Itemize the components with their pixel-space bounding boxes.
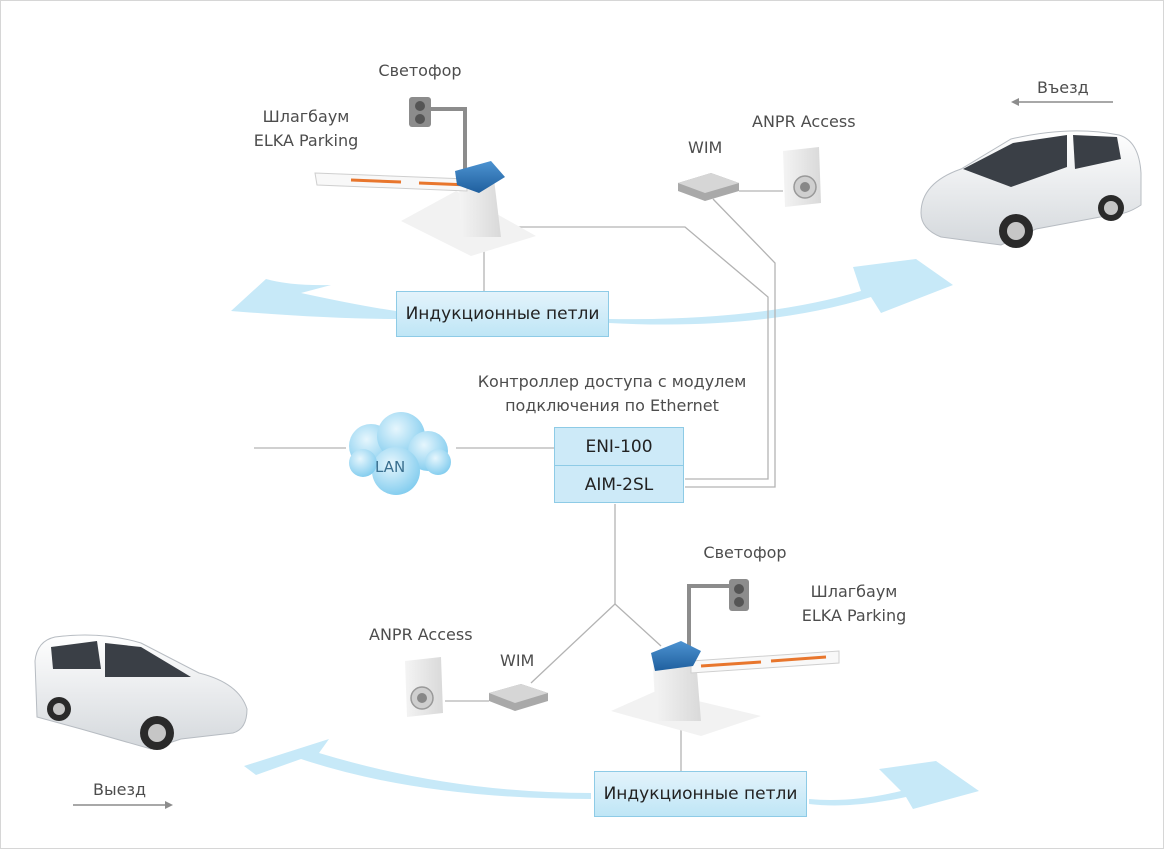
barrier-top-label: Шлагбаум ELKA Parking (253, 107, 359, 150)
wim-top-ctrl-line (685, 198, 776, 488)
barrier-top-icon (314, 161, 536, 256)
car-exit-icon (34, 634, 248, 750)
entry-arrow-icon (1011, 98, 1113, 106)
anpr-top-label: ANPR Access (752, 112, 856, 131)
lan-cloud-icon (349, 412, 451, 495)
anpr-bottom-icon (405, 657, 443, 717)
access-controller: ENI-100 AIM-2SL (554, 427, 684, 503)
controller-caption: Контроллер доступа с модулем подключения… (477, 372, 747, 415)
wim-top-label: WIM (688, 138, 723, 157)
ctrl-barrier-bottom-line (614, 603, 662, 647)
barrier-bottom-icon (611, 641, 840, 736)
induction-loops-top-box: Индукционные петли (396, 291, 609, 337)
car-entry-icon (920, 130, 1142, 248)
induction-loops-bottom-box: Индукционные петли (594, 771, 807, 817)
anpr-top-icon (783, 147, 821, 207)
traffic-light-bottom-label: Светофор (703, 543, 787, 562)
barrier-top-ctrl-line (503, 226, 769, 480)
lan-label: LAN (375, 458, 406, 476)
aim-2sl-module: AIM-2SL (555, 465, 683, 503)
wim-top-icon (678, 173, 739, 201)
traffic-light-bottom-icon (687, 579, 749, 656)
barrier-bottom-label: Шлагбаум ELKA Parking (801, 582, 907, 625)
connection-lines (254, 190, 783, 771)
ctrl-wim-bottom-line (530, 603, 616, 684)
traffic-light-top-label: Светофор (378, 61, 462, 80)
traffic-light-top-icon (409, 97, 467, 179)
entry-label: Въезд (1037, 78, 1089, 97)
anpr-bottom-label: ANPR Access (369, 625, 473, 644)
exit-arrow-icon (73, 801, 173, 809)
eni-100-module: ENI-100 (585, 436, 653, 457)
wim-bottom-icon (489, 684, 548, 711)
exit-label: Выезд (93, 780, 147, 799)
loop-arc-top (231, 259, 953, 325)
loop-arc-bottom (244, 739, 979, 809)
wim-bottom-label: WIM (500, 651, 535, 670)
